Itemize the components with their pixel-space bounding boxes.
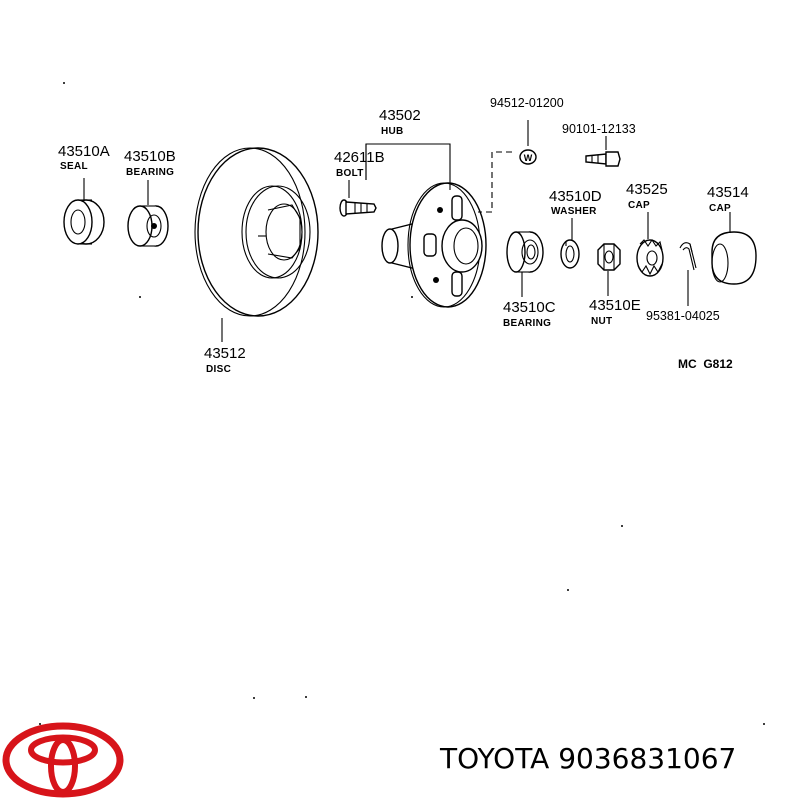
washer-part bbox=[560, 239, 580, 269]
part-name-hub: HUB bbox=[381, 126, 404, 137]
part-number-43512: 43512 bbox=[204, 345, 246, 362]
cotter-pin-part bbox=[679, 242, 697, 271]
hub-bolt-part bbox=[339, 199, 377, 217]
hex-nut-part bbox=[597, 243, 621, 271]
part-number-43510d: 43510D bbox=[549, 188, 602, 205]
part-name-disc: DISC bbox=[206, 364, 231, 375]
marked-nut-part: W bbox=[519, 149, 537, 165]
diagram-code: MC G812 bbox=[678, 357, 733, 371]
part-number-90101-12133: 90101-12133 bbox=[562, 122, 636, 136]
part-number-43510b: 43510B bbox=[124, 148, 176, 165]
inner-bearing-part bbox=[127, 205, 169, 247]
part-number-43525: 43525 bbox=[626, 181, 668, 198]
nut-marking: W bbox=[524, 153, 533, 163]
part-name-bearing: BEARING bbox=[126, 167, 174, 178]
brake-disc-part bbox=[194, 147, 319, 317]
small-bolt-part bbox=[585, 151, 621, 167]
part-name-bearing-outer: BEARING bbox=[503, 318, 551, 329]
axle-hub-part bbox=[381, 182, 487, 308]
part-number-95381-04025: 95381-04025 bbox=[646, 309, 720, 323]
part-number-43502: 43502 bbox=[379, 107, 421, 124]
part-number-43510a: 43510A bbox=[58, 143, 110, 160]
marked-nut-dashed-link bbox=[478, 151, 512, 213]
part-name-nut: NUT bbox=[591, 316, 612, 327]
part-name-washer: WASHER bbox=[551, 206, 597, 217]
part-number-43510c: 43510C bbox=[503, 299, 556, 316]
part-number-94512-01200: 94512-01200 bbox=[490, 96, 564, 110]
scan-specks bbox=[39, 82, 765, 725]
seal-part bbox=[63, 199, 105, 245]
part-name-seal: SEAL bbox=[60, 161, 88, 172]
outer-bearing-part bbox=[506, 231, 544, 273]
grease-cap-part bbox=[711, 231, 757, 285]
part-caption: TOYOTA 9036831067 bbox=[440, 742, 737, 775]
toyota-logo bbox=[2, 722, 124, 798]
part-number-42611b: 42611B bbox=[334, 149, 385, 166]
part-name-grease-cap: CAP bbox=[709, 203, 731, 214]
part-name-lock-cap: CAP bbox=[628, 200, 650, 211]
lock-cap-part bbox=[636, 239, 664, 277]
part-number-43510e: 43510E bbox=[589, 297, 641, 314]
part-number-43514: 43514 bbox=[707, 184, 749, 201]
part-name-bolt: BOLT bbox=[336, 168, 364, 179]
